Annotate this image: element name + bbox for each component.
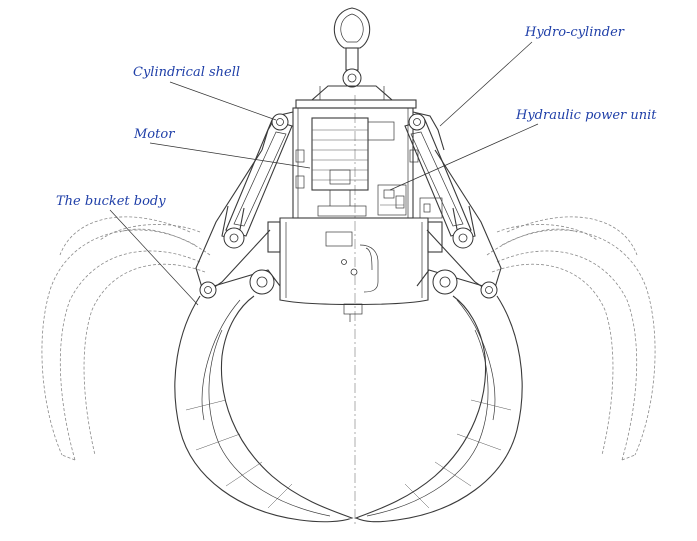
linkage-right [416,149,502,299]
label-motor: Motor [134,127,175,142]
label-hydro-cylinder: Hydro-cylinder [525,25,624,40]
bucket-body-right [354,295,523,523]
leader-cylindrical-shell [169,81,277,121]
lifting-shackle [295,7,417,109]
motor [311,117,395,217]
lower-body [267,217,443,322]
hydro-cylinder-left [221,113,293,249]
leader-hydro-cylinder [439,41,533,127]
leader-motor [149,142,311,169]
label-bucket-body: The bucket body [56,194,166,209]
bucket-body-left [174,295,354,523]
hydro-cylinder-right [404,113,476,249]
leader-lines [109,41,539,306]
open-tines-right [486,216,656,461]
label-hydraulic-power-unit: Hydraulic power unit [516,108,657,123]
leader-hydraulic-power-unit [389,123,539,191]
label-cylindrical-shell: Cylindrical shell [133,65,241,80]
leader-bucket-body [109,209,199,306]
open-tines-left [41,216,211,461]
hydraulic-power-unit [295,149,443,219]
linkage-left [195,149,281,299]
